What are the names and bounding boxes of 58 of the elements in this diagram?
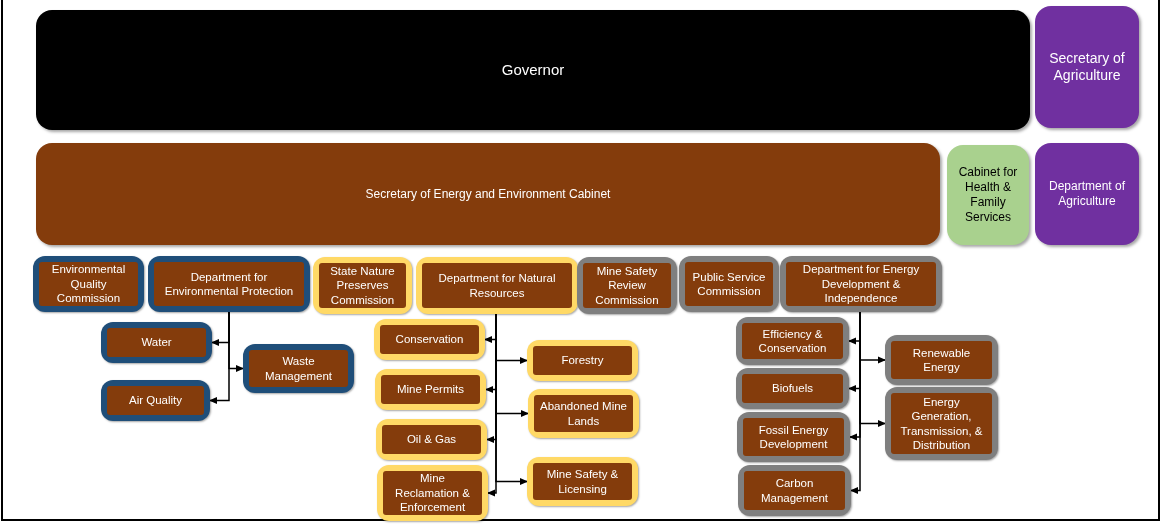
org-box [947, 145, 1029, 245]
org-box [374, 319, 485, 360]
node-label: Department for Natural Resources [437, 271, 557, 300]
node-label: Carbon Management [759, 476, 830, 505]
org-box [736, 368, 849, 409]
node-label: Governor [501, 60, 565, 80]
org-box [36, 10, 1030, 130]
org-box [377, 465, 488, 521]
node-label: Mine Reclamation & Enforcement [394, 471, 471, 515]
node-label: Department for Energy Development & Independence [801, 262, 921, 306]
org-box [885, 335, 998, 385]
node-label: Air Quality [128, 393, 182, 408]
org-box [101, 322, 212, 363]
org-box [376, 419, 487, 460]
org-box [577, 257, 677, 314]
node-label: Abandoned Mine Lands [539, 399, 628, 428]
org-box [148, 256, 310, 312]
node-label: Oil & Gas [406, 432, 457, 447]
org-box [243, 344, 354, 393]
node-label: Efficiency & Conservation [757, 326, 828, 356]
connector-arrow [850, 311, 861, 494]
node-label: Biofuels [772, 381, 813, 396]
node-label: Renewable Energy [911, 345, 972, 375]
node-label: Fossil Energy Development [757, 422, 830, 452]
node-label: Waste Management [263, 354, 334, 383]
org-box [736, 317, 849, 365]
node-label: Cabinet for Health & Family Services [957, 165, 1019, 225]
org-box [527, 340, 638, 381]
org-box [416, 257, 578, 314]
org-box [737, 412, 850, 462]
node-label: Mine Permits [396, 382, 465, 397]
org-box [528, 389, 639, 438]
org-box [33, 256, 144, 312]
node-label: Department of Agriculture [1047, 179, 1126, 209]
org-box [1035, 143, 1139, 245]
node-label: Secretary of Energy and Environment Cabinet [365, 186, 611, 202]
org-box [36, 143, 940, 245]
org-box [313, 257, 412, 314]
node-label: Environmental Quality Commission [50, 262, 127, 306]
node-label: State Nature Preserves Commission [329, 263, 396, 308]
node-label: Mine Safety Review Commission [594, 263, 660, 308]
org-box [527, 457, 638, 506]
node-label: Public Service Commission [691, 269, 767, 299]
org-box [375, 369, 486, 410]
org-box [738, 465, 851, 516]
node-label: Forestry [561, 353, 604, 368]
org-box [101, 380, 210, 421]
node-label: Department for Environmental Protection [163, 269, 295, 299]
node-label: Energy Generation, Transmission, & Distribution [899, 394, 984, 453]
org-box [780, 256, 942, 312]
org-box [885, 387, 998, 460]
node-label: Conservation [395, 332, 464, 347]
org-box [679, 256, 779, 312]
connector-arrow [209, 311, 230, 404]
node-label: Water [141, 335, 172, 350]
node-label: Secretary of Agriculture [1048, 49, 1126, 85]
node-label: Mine Safety & Licensing [545, 467, 620, 496]
org-box [1035, 6, 1139, 128]
